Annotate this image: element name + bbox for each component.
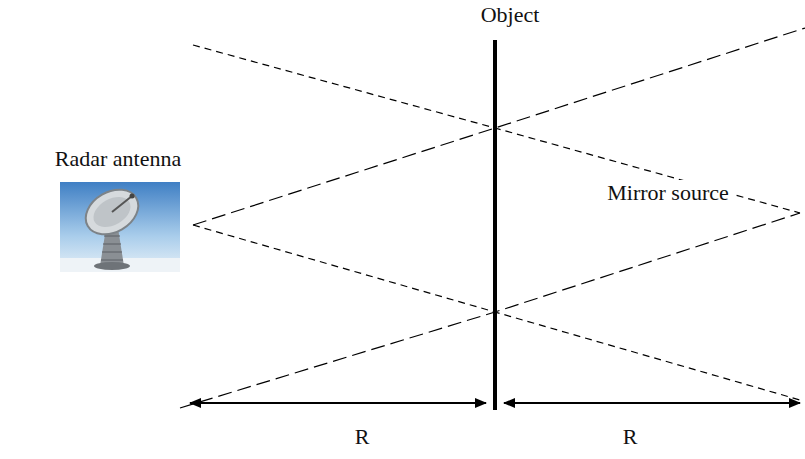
mirror-source-label: Mirror source xyxy=(604,180,732,206)
object-label: Object xyxy=(481,2,540,28)
dimension-arrow xyxy=(504,402,800,404)
antenna-label: Radar antenna xyxy=(55,146,181,172)
dimension-label: R xyxy=(623,424,638,450)
ray-lines xyxy=(180,28,805,408)
dimension-label: R xyxy=(355,424,370,450)
radar-antenna-icon xyxy=(60,181,180,272)
object-line xyxy=(493,40,497,410)
dimension-arrow xyxy=(190,402,486,404)
